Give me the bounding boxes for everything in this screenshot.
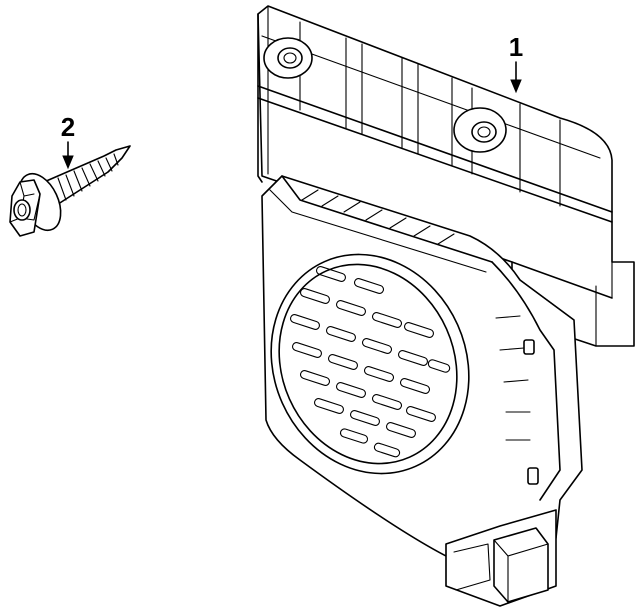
- callout-label-1: 1: [509, 32, 523, 62]
- callout-label-2: 2: [61, 112, 75, 142]
- speaker-assembly-part: [257, 5, 635, 607]
- electrical-connector: [445, 509, 557, 607]
- grille-slots: [289, 266, 451, 458]
- callout-2: 2: [61, 112, 75, 170]
- mounting-boss-right: [453, 107, 507, 153]
- callout-1: 1: [509, 32, 523, 94]
- screw-part: [9, 145, 131, 237]
- mounting-boss-left: [263, 37, 313, 79]
